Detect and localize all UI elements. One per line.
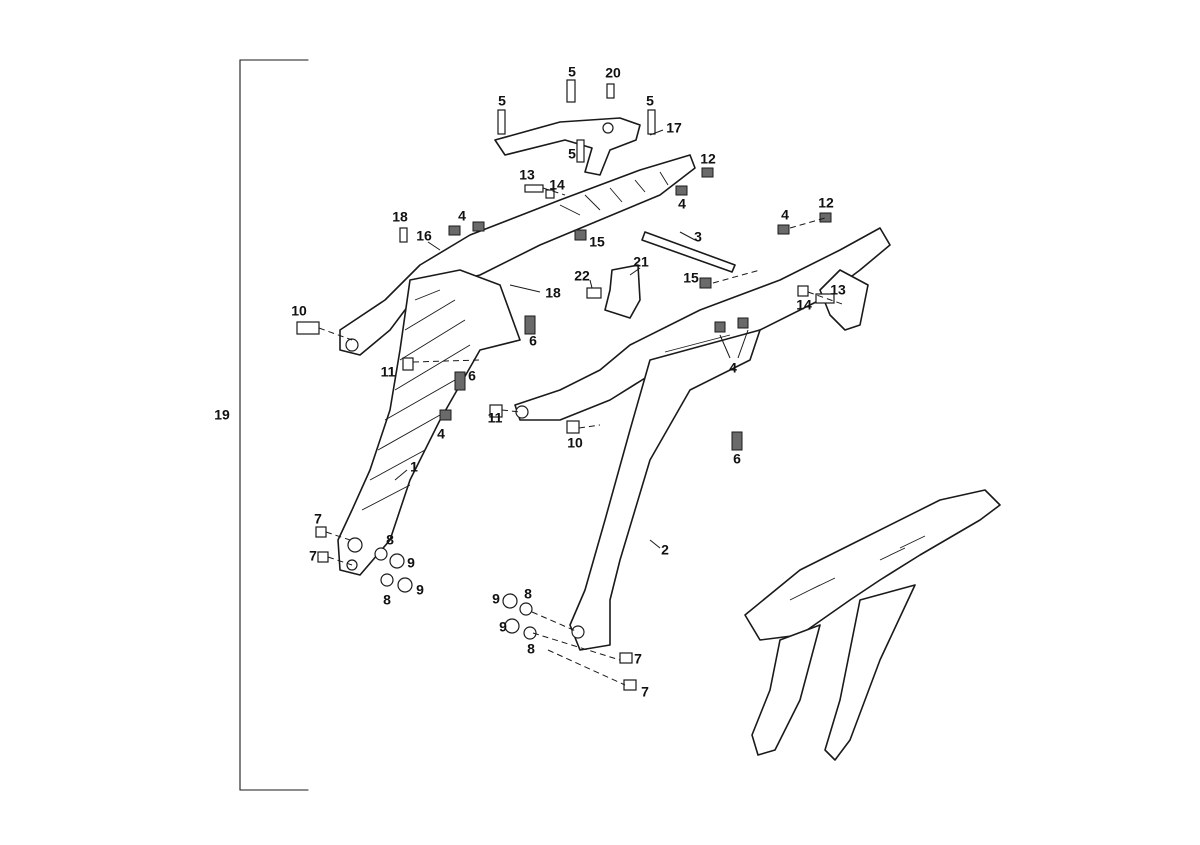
callout-12: 12 — [700, 151, 716, 167]
part-bracket-21 — [604, 264, 641, 319]
callout-2: 2 — [661, 542, 669, 558]
callout-10: 10 — [291, 303, 307, 319]
callout-14: 14 — [796, 297, 812, 313]
callout-6: 6 — [733, 451, 741, 467]
callout-8: 8 — [383, 592, 391, 608]
callout-7: 7 — [309, 548, 317, 564]
callout-labels: 19 1 2 3 4 4 4 4 4 5 5 5 5 6 6 6 7 7 7 7… — [214, 64, 846, 700]
callout-9: 9 — [492, 591, 500, 607]
callout-12: 12 — [818, 195, 834, 211]
callout-7: 7 — [314, 511, 322, 527]
part-cross-tube — [641, 231, 736, 273]
part-left-side-frame — [337, 269, 521, 576]
callout-21: 21 — [633, 254, 649, 270]
callout-18: 18 — [545, 285, 561, 301]
callout-22: 22 — [574, 268, 590, 284]
callout-5: 5 — [568, 146, 576, 162]
part-upper-rail-right — [514, 227, 891, 421]
callout-1: 1 — [410, 459, 418, 475]
callout-4: 4 — [781, 207, 789, 223]
assembly-bracket — [239, 59, 309, 791]
callout-6: 6 — [529, 333, 537, 349]
part-clip-22 — [586, 287, 602, 299]
callout-13: 13 — [830, 282, 846, 298]
assembly-label-19: 19 — [214, 407, 230, 423]
callout-20: 20 — [605, 65, 621, 81]
callout-8: 8 — [527, 641, 535, 657]
callout-8: 8 — [524, 586, 532, 602]
part-rear-frame-arm — [569, 329, 761, 651]
callout-10: 10 — [567, 435, 583, 451]
callout-4: 4 — [678, 196, 686, 212]
fasteners — [296, 79, 835, 691]
part-upper-rail-left — [339, 154, 696, 356]
callout-13: 13 — [519, 167, 535, 183]
callout-14: 14 — [549, 177, 565, 193]
callout-16: 16 — [416, 228, 432, 244]
callout-9: 9 — [499, 619, 507, 635]
callout-4: 4 — [437, 426, 445, 442]
callout-15: 15 — [683, 270, 699, 286]
callout-7: 7 — [641, 684, 649, 700]
callout-5: 5 — [498, 93, 506, 109]
callout-6: 6 — [468, 368, 476, 384]
callout-4: 4 — [458, 208, 466, 224]
callout-17: 17 — [666, 120, 682, 136]
callout-5: 5 — [568, 64, 576, 80]
part-seat-plate — [494, 117, 641, 176]
callout-11: 11 — [381, 364, 396, 380]
callout-3: 3 — [694, 229, 702, 245]
callout-7: 7 — [634, 651, 642, 667]
callout-9: 9 — [416, 582, 424, 598]
callout-18: 18 — [392, 209, 408, 225]
callout-4: 4 — [729, 360, 737, 376]
callout-8: 8 — [386, 532, 394, 548]
callout-5: 5 — [646, 93, 654, 109]
inset-assembled-view — [744, 489, 1001, 761]
callout-15: 15 — [589, 234, 605, 250]
callout-11: 11 — [488, 410, 503, 426]
alignment-lines — [318, 187, 846, 686]
callout-9: 9 — [407, 555, 415, 571]
leader-lines — [394, 129, 749, 549]
